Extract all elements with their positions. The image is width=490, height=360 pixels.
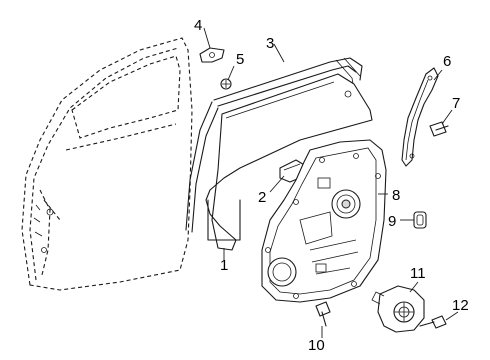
callout-10: 10 — [308, 337, 325, 354]
callout-4: 4 — [194, 17, 202, 34]
callout-11: 11 — [410, 265, 426, 282]
regulator-motor — [371, 285, 425, 333]
callout-3: 3 — [266, 35, 274, 52]
callouts: 1 2 3 4 5 6 7 8 9 10 11 12 — [194, 17, 469, 354]
glass-run-channel — [185, 57, 363, 233]
door-module — [261, 139, 387, 303]
grommet-9 — [413, 211, 427, 229]
door-glass — [205, 73, 373, 251]
callout-1: 1 — [220, 257, 228, 274]
door-shell — [21, 37, 193, 291]
screw-5 — [220, 78, 232, 90]
clip-4 — [199, 47, 225, 63]
callout-8: 8 — [392, 187, 400, 204]
callout-7: 7 — [452, 95, 460, 112]
callout-12: 12 — [452, 297, 469, 314]
callout-6: 6 — [443, 53, 451, 70]
leader-lines — [203, 27, 459, 338]
bolt-7 — [429, 121, 449, 137]
screw-12 — [419, 315, 447, 329]
screw-10 — [315, 301, 331, 327]
callout-9: 9 — [388, 213, 396, 230]
rear-channel — [401, 67, 439, 167]
callout-2: 2 — [258, 189, 266, 206]
callout-5: 5 — [236, 51, 244, 68]
